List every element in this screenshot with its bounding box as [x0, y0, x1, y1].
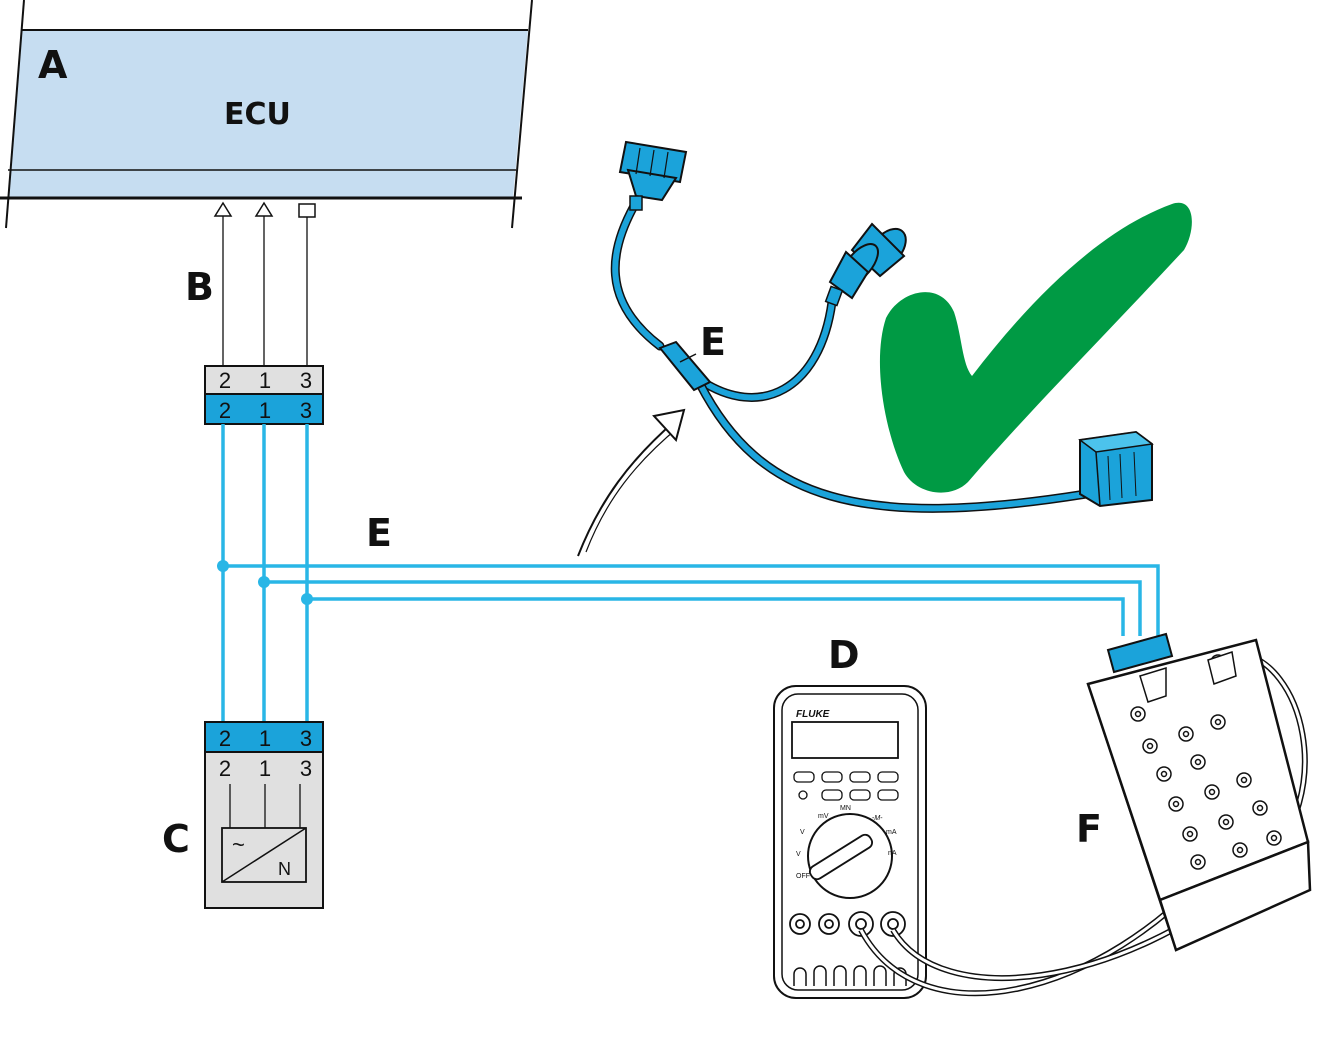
harness-wires-b [222, 216, 308, 366]
breakout-box-f [1086, 632, 1312, 952]
sensor-c: 2 1 3 ~ N [204, 751, 324, 909]
pin-label: 2 [219, 726, 231, 751]
lead-connector-top: 2 1 3 [204, 393, 324, 425]
pointer-arrow [577, 408, 686, 557]
pin-label: 3 [300, 368, 312, 393]
dial-v2: V [796, 851, 801, 858]
label-c: C [162, 817, 190, 861]
pin-label: 1 [259, 756, 271, 781]
multimeter-d: FLUKE mV MN V V OFF mA nA -𝑀- [773, 685, 927, 999]
pin-label: 2 [219, 368, 231, 393]
pin-label: 3 [300, 398, 312, 423]
pin-label: 1 [259, 726, 271, 751]
harness-plug-round [824, 222, 907, 307]
harness-plug-left [618, 140, 688, 211]
ecu-input-symbols [213, 201, 316, 218]
pin-label: 2 [219, 398, 231, 423]
dial-ma: mA [886, 829, 897, 836]
pin-label: 1 [259, 368, 271, 393]
lead-wires-e [221, 424, 1160, 722]
wire-junctions [217, 560, 313, 605]
label-a: A [38, 43, 68, 87]
converter-tilde: ~ [232, 832, 245, 857]
dial-na: nA [888, 850, 897, 857]
label-d: D [828, 633, 860, 677]
label-e-lead: E [366, 511, 392, 555]
label-e-harness: E [700, 320, 726, 364]
breakout-sockets [1130, 654, 1282, 870]
breakout-connector [1106, 632, 1174, 674]
pin-label: 2 [219, 756, 231, 781]
dial-v1: V [800, 829, 805, 836]
dial-mv: mV [818, 813, 829, 820]
multimeter-buttons [793, 771, 899, 801]
pin-label: 1 [259, 398, 271, 423]
converter-n: N [278, 859, 291, 879]
dial-off: OFF [796, 873, 810, 880]
label-b: B [185, 265, 214, 309]
adapter-harness [610, 140, 1154, 513]
checkmark-icon [879, 202, 1192, 493]
multimeter-brand: FLUKE [796, 709, 830, 720]
dial-res: -𝑀- [872, 814, 883, 822]
ecu-block: A ECU [0, 0, 533, 229]
lead-connector-bottom: 2 1 3 [204, 721, 324, 753]
label-f: F [1076, 807, 1102, 851]
pin-label: 3 [300, 756, 312, 781]
multimeter-display [791, 721, 899, 759]
pin-label: 3 [300, 726, 312, 751]
ecu-body [8, 30, 528, 198]
ecu-label: ECU [224, 97, 291, 132]
harness-plug-rect [1078, 430, 1154, 508]
dial-mn: MN [840, 805, 851, 812]
ecu-connector: 2 1 3 [204, 365, 324, 395]
